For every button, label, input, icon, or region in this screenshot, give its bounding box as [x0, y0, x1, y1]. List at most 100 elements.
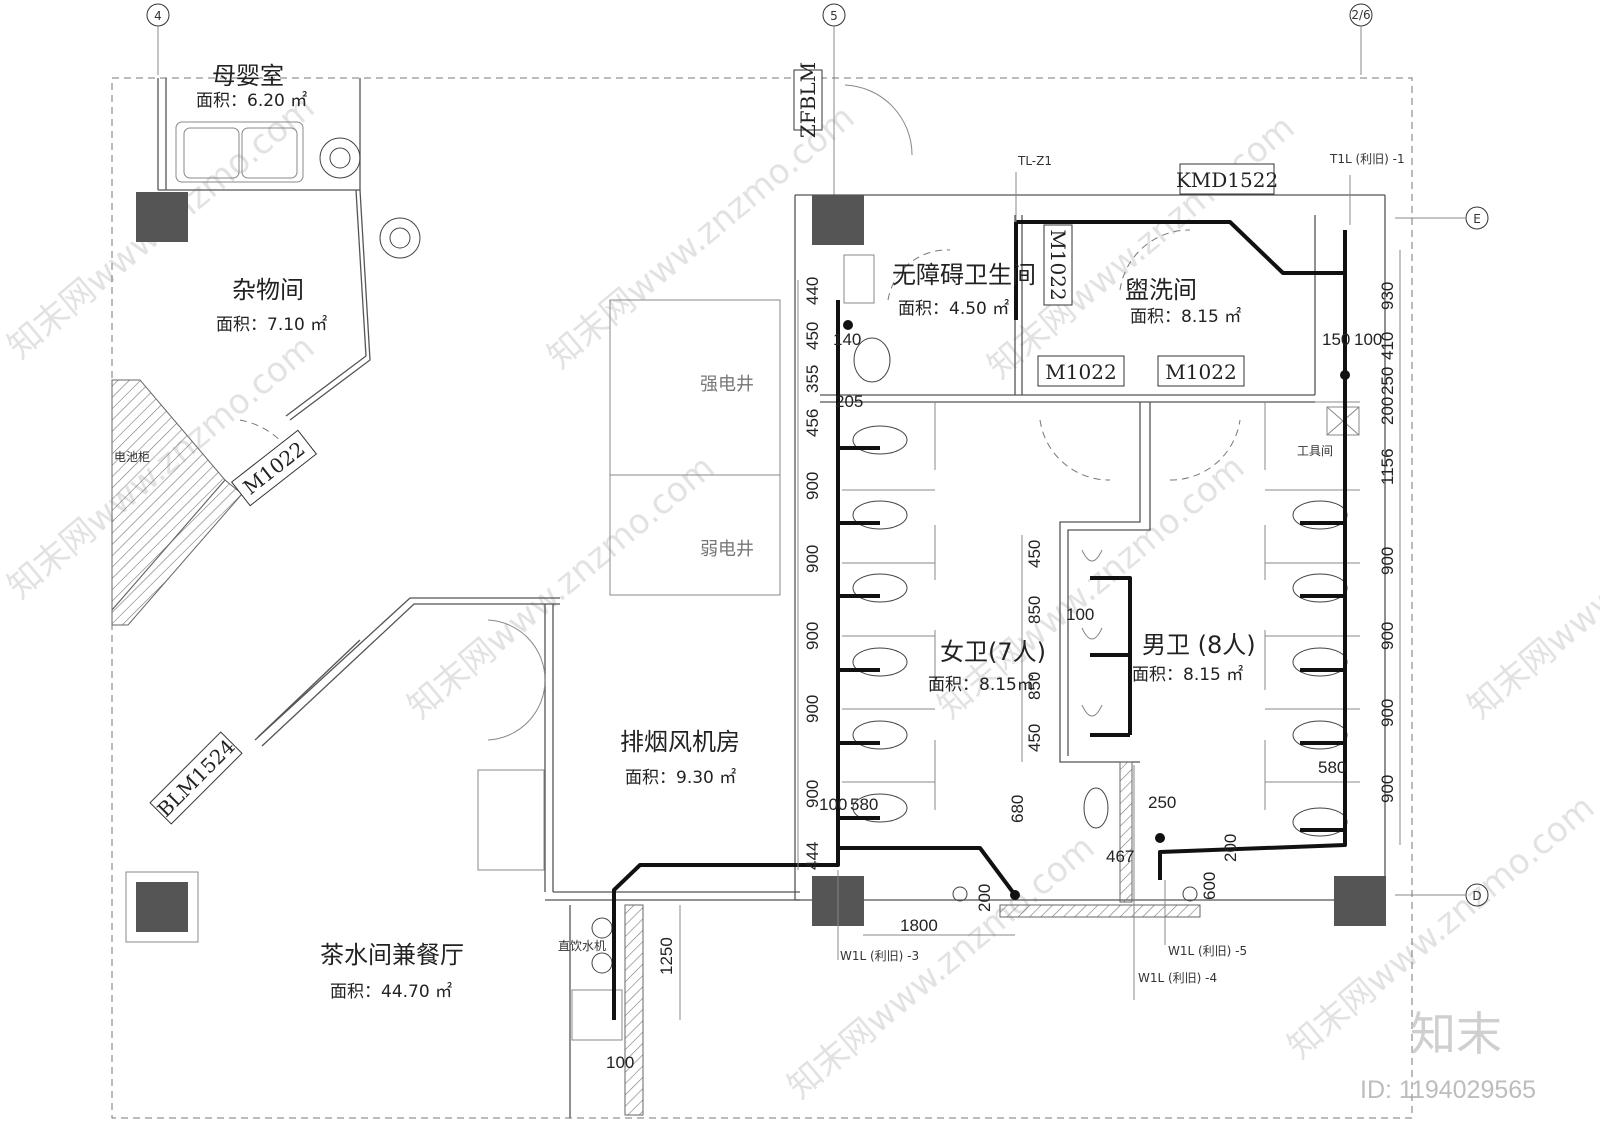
axis-label-5: 5 [830, 9, 838, 23]
shaft-label-strong: 强电井 [700, 374, 754, 395]
watermark-text: 知末网www.znzmo.com [1460, 447, 1600, 726]
door-tag-m1022-a: M1022 [1045, 360, 1116, 384]
room-area-storage: 面积：7.10 ㎡ [216, 315, 327, 335]
dim-right: 900 [1378, 547, 1397, 575]
pipe-tag-t1l: T1L (利旧) -1 [1329, 152, 1405, 166]
dim-label: 150 [1322, 330, 1350, 349]
dim-left: 900 [803, 622, 822, 650]
door-tag-blm1524: BLM1524 [152, 734, 239, 821]
urinals [1081, 549, 1109, 829]
dim-right: 930 [1378, 282, 1397, 310]
watermark-layer: 知末网www.znzmo.com 知末网www.znzmo.com 知末网www… [0, 87, 1600, 1106]
dim-label: 1800 [900, 916, 938, 935]
room-name-men: 男卫 (8人) [1142, 631, 1256, 659]
dims-right: 930 410 250 200 1156 900 900 900 900 [1378, 282, 1397, 803]
room-area-women: 面积：8.15㎡ [928, 675, 1034, 695]
dim-label: 100 [1066, 605, 1094, 624]
watermark-id: ID: 1194029565 [1360, 1076, 1536, 1104]
dim-left: 456 [803, 409, 822, 437]
room-area-men: 面积：8.15 ㎡ [1132, 665, 1243, 685]
dim-label: 1250 [657, 937, 676, 975]
dim-label: 600 [1200, 872, 1219, 900]
watermark-text: 知末网www.znzmo.com [780, 827, 1102, 1106]
dim-left: 900 [803, 780, 822, 808]
dim-label: 850 [1025, 672, 1044, 700]
fixtures [175, 121, 1348, 1041]
room-name-top-left: 母婴室 [212, 62, 284, 90]
room-name-accessible: 无障碍卫生间 [892, 261, 1036, 289]
pipe-tags: TL-Z1 T1L (利旧) -1 W1L (利旧) -3 W1L (利旧) -… [840, 152, 1405, 985]
axis-label-2-6: 2/6 [1351, 8, 1370, 22]
door-tag-kmd1522: KMD1522 [1176, 168, 1278, 192]
dim-label: 467 [1106, 847, 1134, 866]
pipe-tag-tlz1: TL-Z1 [1017, 154, 1052, 168]
dim-right: 410 [1378, 332, 1397, 360]
dim-left: 900 [803, 472, 822, 500]
column [812, 195, 864, 245]
columns [125, 192, 1386, 943]
dim-label: 450 [1025, 540, 1044, 568]
column [136, 882, 188, 932]
dim-left: 440 [803, 277, 822, 305]
room-name-fan: 排烟风机房 [620, 728, 740, 756]
grid-axes: 4 5 2/6 E D [146, 3, 1489, 907]
dim-right: 200 [1378, 397, 1397, 425]
dim-left: 355 [803, 365, 822, 393]
axis-label-E: E [1473, 212, 1481, 226]
pipe-tag-w1l-4: W1L (利旧) -4 [1138, 971, 1217, 985]
room-area-top-left: 面积：6.20 ㎡ [196, 91, 307, 111]
dim-left: 900 [803, 695, 822, 723]
dim-right: 900 [1378, 622, 1397, 650]
dim-left: 450 [803, 322, 822, 350]
dim-label: 200 [1221, 834, 1240, 862]
column [136, 192, 188, 242]
room-area-tea: 面积：44.70 ㎡ [330, 982, 452, 1002]
boundary [111, 77, 1413, 1119]
dim-right: 250 [1378, 367, 1397, 395]
column [1334, 876, 1386, 926]
dim-right: 900 [1378, 775, 1397, 803]
walls [111, 78, 1386, 1118]
room-name-tea: 茶水间兼餐厅 [320, 941, 464, 969]
pipe-tag-w1l-3: W1L (利旧) -3 [840, 949, 919, 963]
door-tag-m1022-b: M1022 [1165, 360, 1236, 384]
dim-left: 444 [803, 842, 822, 870]
dim-label: 580 [1318, 758, 1346, 777]
tool-room-label: 工具间 [1297, 444, 1333, 458]
dim-label: 140 [833, 330, 861, 349]
brand-watermark: 知末 ID: 1194029565 [1360, 1007, 1536, 1104]
watermark-text: 知末网www.znzmo.com [400, 447, 722, 726]
dim-right: 900 [1378, 699, 1397, 727]
dimension-lines [679, 250, 1401, 1020]
door-tags: M1022 BLM1524 ZFBLM KMD1522 M1022 M1022 … [149, 62, 1278, 825]
watermark-brand: 知末 [1410, 1007, 1502, 1061]
dim-label: 580 [850, 795, 878, 814]
dim-label: 450 [1025, 724, 1044, 752]
room-area-fan: 面积：9.30 ㎡ [625, 768, 736, 788]
room-labels: 母婴室 面积：6.20 ㎡ 杂物间 面积：7.10 ㎡ 无障碍卫生间 面积：4.… [114, 62, 1333, 1002]
axis-label-D: D [1472, 889, 1481, 903]
dim-left: 900 [803, 545, 822, 573]
room-name-women: 女卫(7人) [940, 638, 1046, 666]
dim-label: 205 [835, 392, 863, 411]
axis-label-4: 4 [154, 9, 162, 23]
dim-label: 680 [1008, 795, 1027, 823]
room-name-storage: 杂物间 [232, 276, 304, 304]
pipe-tag-w1l-5: W1L (利旧) -5 [1168, 944, 1247, 958]
battery-label: 电池柜 [114, 450, 150, 464]
door-tag-zfblm: ZFBLM [796, 62, 820, 138]
door-swings [239, 84, 1241, 741]
dim-label: 200 [975, 884, 994, 912]
dim-label: 100 [819, 795, 847, 814]
water-machine-label: 直饮水机 [558, 939, 606, 953]
dim-label: 250 [1148, 793, 1176, 812]
shaft-label-weak: 弱电井 [700, 539, 754, 560]
dims-misc: 140 205 100 580 1800 200 1250 100 450 85… [606, 330, 1382, 1072]
dim-label: 850 [1025, 596, 1044, 624]
drain-pipes [612, 220, 1350, 1020]
room-area-wash: 面积：8.15 ㎡ [1130, 307, 1241, 327]
door-tag-m1022-vertical: M1022 [1046, 229, 1070, 300]
room-area-accessible: 面积：4.50 ㎡ [898, 299, 1009, 319]
dim-label: 100 [606, 1053, 634, 1072]
